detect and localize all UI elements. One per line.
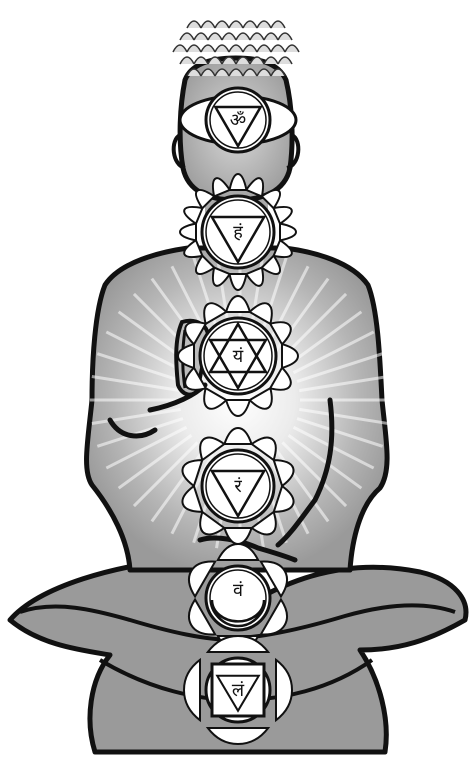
crown-petal: [250, 33, 264, 40]
crown-petal: [243, 21, 257, 28]
bija-mantra-glyph: लं: [232, 680, 245, 701]
crown-petal: [271, 21, 285, 28]
crown-petal: [187, 21, 201, 28]
crown-petal: [194, 57, 208, 64]
crown-petal: [236, 33, 250, 40]
crown-petal: [264, 57, 278, 64]
bija-mantra-glyph: ॐ: [230, 110, 246, 131]
crown-petal: [278, 57, 292, 64]
lotus-petal: [274, 207, 292, 224]
lotus-petal: [184, 207, 202, 224]
crown-petal: [243, 45, 257, 52]
crown-petal: [187, 45, 201, 52]
crown-petal: [215, 21, 229, 28]
lotus-petal: [180, 224, 196, 241]
bija-mantra-glyph: हं: [233, 222, 243, 243]
bija-mantra-glyph: वं: [233, 580, 244, 601]
crown-petal: [180, 33, 194, 40]
crown-petal: [264, 33, 278, 40]
crown-petal: [201, 21, 215, 28]
crown-petal: [201, 45, 215, 52]
crown-petal: [229, 21, 243, 28]
crown-petal: [257, 45, 271, 52]
lotus-petal: [274, 240, 292, 257]
bija-mantra-glyph: यं: [233, 346, 244, 367]
crown-petal: [271, 45, 285, 52]
crown-petal: [285, 45, 299, 52]
crown-petal: [173, 45, 187, 52]
bija-mantra-glyph: रं: [234, 476, 242, 497]
crown-petal: [208, 33, 222, 40]
crown-petal: [180, 57, 194, 64]
crown-petal: [257, 21, 271, 28]
crown-petal: [229, 45, 243, 52]
lotus-petal: [280, 224, 296, 241]
lotus-petal: [184, 240, 202, 257]
crown-petal: [215, 45, 229, 52]
crown-petal: [222, 33, 236, 40]
crown-petal: [194, 33, 208, 40]
crown-petal: [278, 33, 292, 40]
